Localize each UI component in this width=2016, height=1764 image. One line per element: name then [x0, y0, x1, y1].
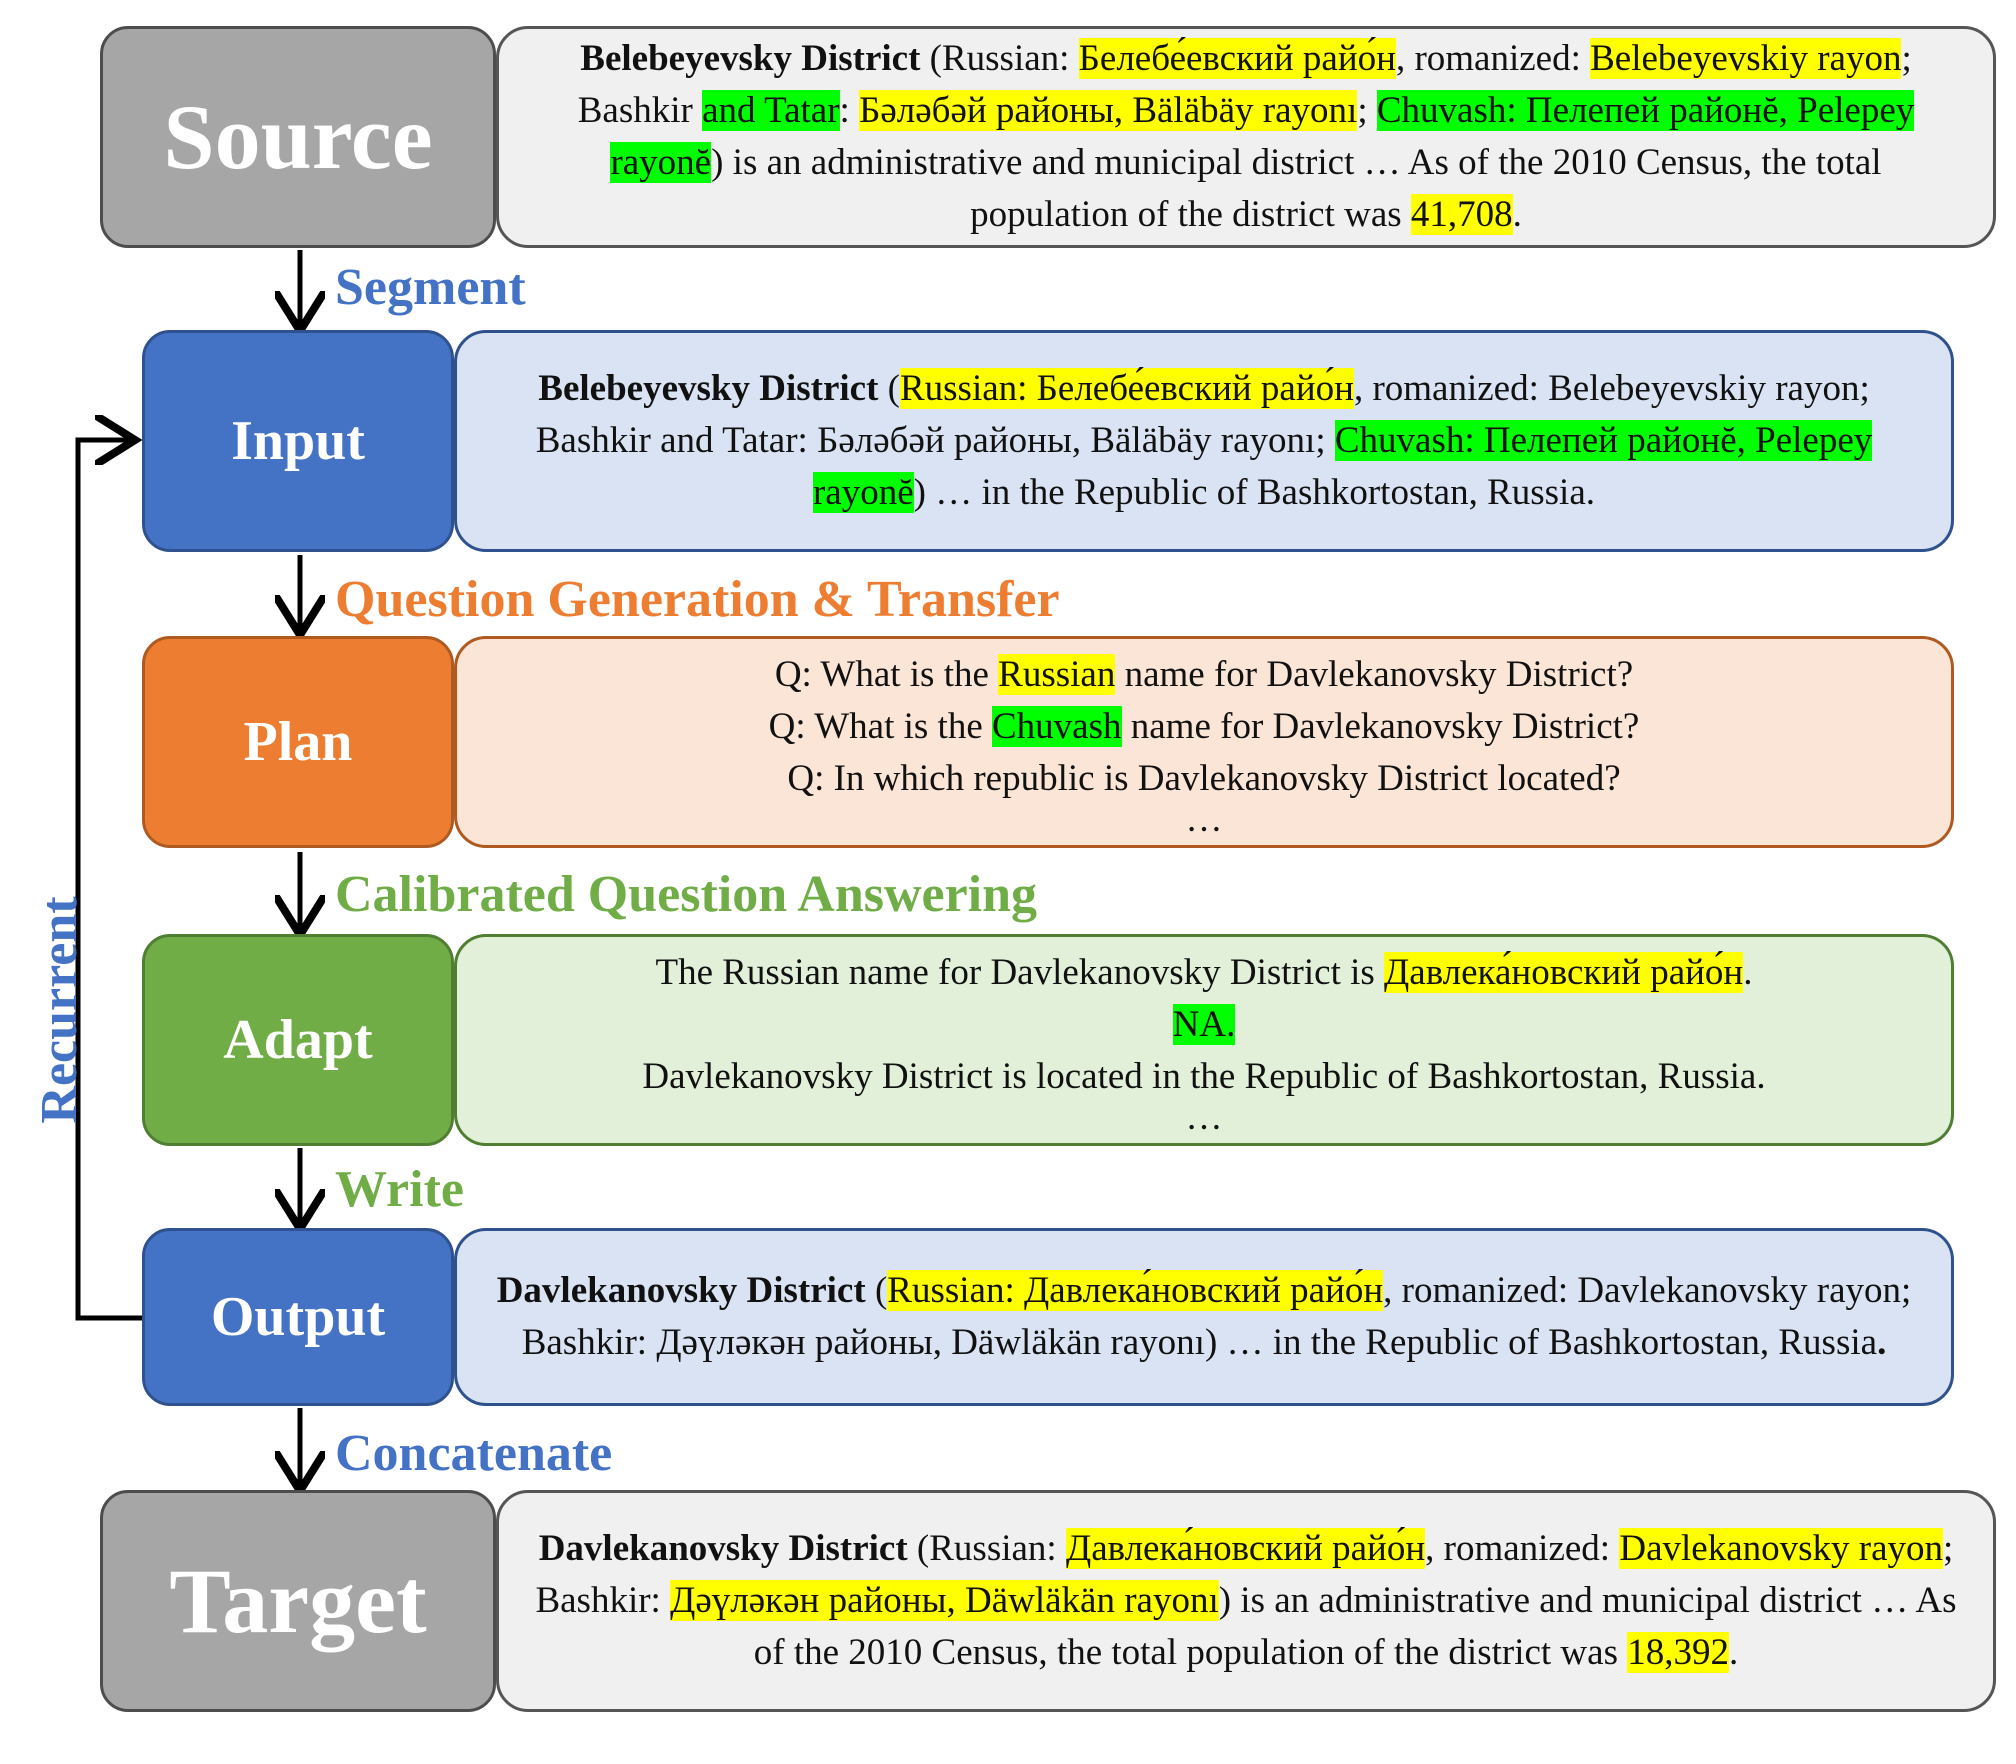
- adapt-answer-1: The Russian name for Davlekanovsky Distr…: [655, 952, 1753, 993]
- adapt-ellipsis: …: [1185, 1097, 1223, 1138]
- step-question-generation: Question Generation & Transfer: [335, 571, 1060, 628]
- plan-text-box: Q: What is the Russian name for Davlekan…: [454, 636, 1954, 848]
- plan-question-1: Q: What is the Russian name for Davlekan…: [774, 654, 1634, 695]
- adapt-answers: The Russian name for Davlekanovsky Distr…: [642, 947, 1766, 1138]
- source-stage: Source: [100, 26, 496, 248]
- plan-question-2: Q: What is the Chuvash name for Davlekan…: [768, 706, 1640, 747]
- input-text-box: Belebeyevsky District (Russian: Белебе́е…: [454, 330, 1954, 552]
- target-paragraph: Davlekanovsky District (Russian: Давлека…: [535, 1528, 1957, 1673]
- step-segment: Segment: [335, 259, 526, 316]
- adapt-answer-2: NA.: [1172, 1004, 1236, 1045]
- output-paragraph: Davlekanovsky District (Russian: Давлека…: [496, 1270, 1912, 1363]
- target-stage: Target: [100, 1490, 496, 1712]
- output-stage: Output: [142, 1228, 454, 1406]
- input-stage: Input: [142, 330, 454, 552]
- target-text-box: Davlekanovsky District (Russian: Давлека…: [496, 1490, 1996, 1712]
- step-calibrated-qa: Calibrated Question Answering: [335, 866, 1038, 923]
- source-text-box: Belebeyevsky District (Russian: Белебе́е…: [496, 26, 1996, 248]
- adapt-text-box: The Russian name for Davlekanovsky Distr…: [454, 934, 1954, 1146]
- step-write: Write: [335, 1161, 464, 1218]
- plan-questions: Q: What is the Russian name for Davlekan…: [768, 649, 1640, 840]
- recurrent-label: Recurrent: [31, 896, 88, 1124]
- input-paragraph: Belebeyevsky District (Russian: Белебе́е…: [535, 368, 1873, 513]
- adapt-stage: Adapt: [142, 934, 454, 1146]
- recurrent-loop-arrow: [75, 440, 148, 1321]
- step-concatenate: Concatenate: [335, 1425, 613, 1482]
- source-paragraph: Belebeyevsky District (Russian: Белебе́е…: [577, 38, 1915, 235]
- plan-question-3: Q: In which republic is Davlekanovsky Di…: [787, 758, 1621, 799]
- output-text-box: Davlekanovsky District (Russian: Давлека…: [454, 1228, 1954, 1406]
- plan-stage: Plan: [142, 636, 454, 848]
- adapt-answer-3: Davlekanovsky District is located in the…: [642, 1056, 1766, 1097]
- plan-ellipsis: …: [1185, 799, 1223, 840]
